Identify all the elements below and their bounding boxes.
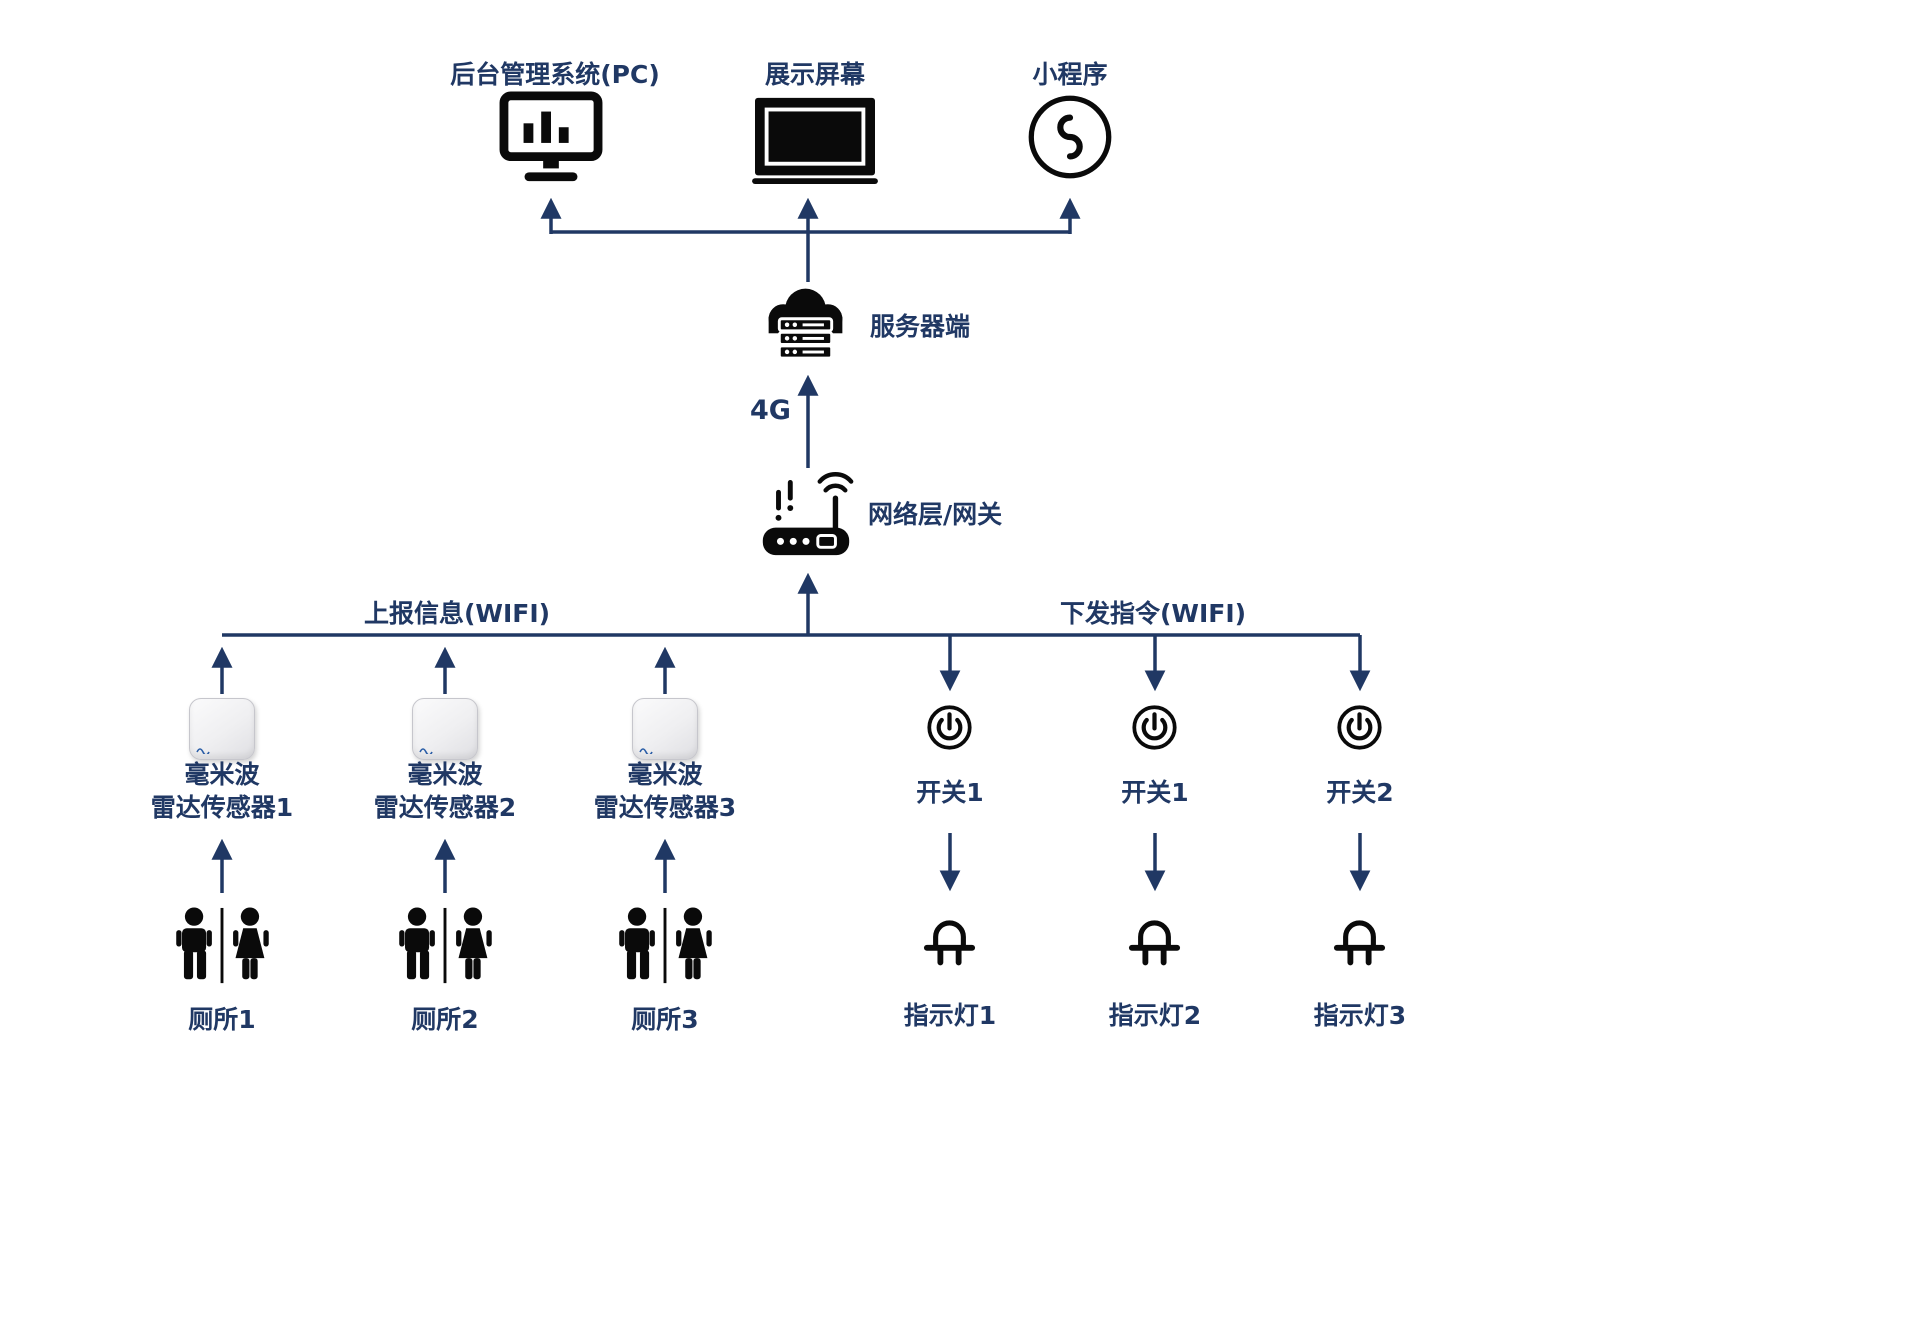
label-indicator-2: 指示灯2 [1108, 1001, 1202, 1030]
label-indicator-3: 指示灯3 [1313, 1001, 1407, 1030]
label-toilet-3: 厕所3 [631, 1005, 699, 1034]
label-gateway: 网络层/网关 [868, 500, 1003, 529]
toilet-icon [392, 906, 498, 987]
led-indicator-icon [1118, 904, 1191, 977]
led-indicator-icon [1323, 904, 1396, 977]
label-4g: 4G [750, 395, 791, 426]
label-switch-3: 开关2 [1326, 778, 1394, 807]
power-switch-icon [1131, 704, 1178, 751]
sensor-1-line1: 毫米波 [184, 760, 260, 789]
sensor-3-line2: 雷达传感器3 [593, 793, 737, 822]
label-uplink-wifi: 上报信息(WIFI) [363, 599, 551, 628]
sensor-2-line1: 毫米波 [407, 760, 483, 789]
label-sensor-3: 毫米波 雷达传感器3 [594, 758, 736, 824]
label-toilet-1: 厕所1 [188, 1005, 256, 1034]
label-server: 服务器端 [870, 312, 971, 341]
sensor-brand-logo-icon [196, 748, 210, 754]
label-downlink-wifi: 下发指令(WIFI) [1059, 599, 1247, 628]
radar-sensor-device-icon [412, 698, 478, 760]
label-sensor-1: 毫米波 雷达传感器1 [151, 758, 293, 824]
sensor-brand-logo-icon [419, 748, 433, 754]
sensor-2-line2: 雷达传感器2 [373, 793, 517, 822]
label-indicator-1: 指示灯1 [903, 1001, 997, 1030]
radar-sensor-device-icon [189, 698, 255, 760]
sensor-brand-logo-icon [639, 748, 653, 754]
sensor-3-line1: 毫米波 [627, 760, 703, 789]
radar-sensor-device-icon [632, 698, 698, 760]
label-admin-system: 后台管理系统(PC) [450, 60, 660, 89]
power-switch-icon [926, 704, 973, 751]
display-screen-icon [752, 97, 878, 185]
pc-monitor-chart-icon [499, 91, 603, 182]
led-indicator-icon [913, 904, 986, 977]
label-toilet-2: 厕所2 [411, 1005, 479, 1034]
miniprogram-icon [1028, 95, 1112, 179]
label-display-screen: 展示屏幕 [764, 60, 866, 89]
toilet-icon [612, 906, 718, 987]
cloud-server-icon [768, 288, 843, 360]
toilet-icon [169, 906, 275, 987]
sensor-1-line2: 雷达传感器1 [150, 793, 294, 822]
label-switch-2: 开关1 [1121, 778, 1189, 807]
power-switch-icon [1336, 704, 1383, 751]
label-sensor-2: 毫米波 雷达传感器2 [374, 758, 516, 824]
label-miniprogram: 小程序 [1032, 60, 1108, 89]
gateway-router-icon [762, 472, 854, 556]
label-switch-1: 开关1 [916, 778, 984, 807]
